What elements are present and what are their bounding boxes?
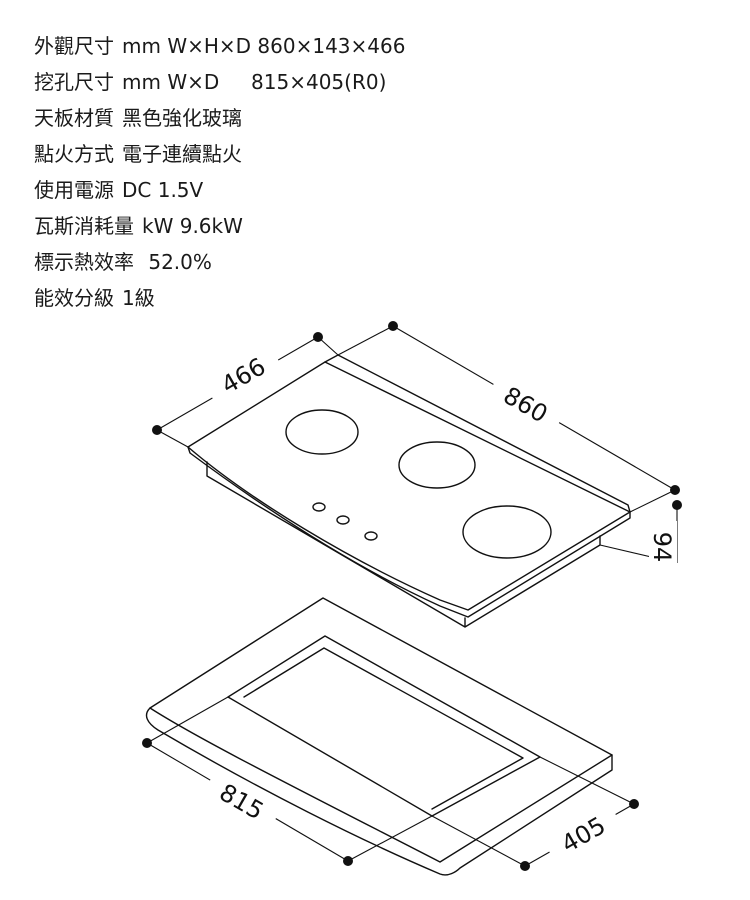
dim-dot [520,861,530,871]
spec-row-gas: 瓦斯消耗量 kW 9.6kW [34,208,405,244]
spec-row-ignition: 點火方式電子連續點火 [34,136,405,172]
dim-ext-cutout-bottom [347,815,433,862]
spec-label: 使用電源 [34,178,114,202]
spec-label: 標示熱效率 [34,250,134,274]
spec-row-grade: 能效分級 1級 [34,280,405,316]
dim-ext-cutout-left [146,696,229,744]
cutout-hole-depth [243,647,524,810]
spec-value: kW 9.6kW [142,214,243,238]
spec-row-material: 天板材質黑色強化玻璃 [34,100,405,136]
spec-value: DC 1.5V [122,178,204,202]
spec-label: 點火方式 [34,142,114,166]
spec-row-efficiency: 標示熱效率 52.0% [34,244,405,280]
burner-right [462,505,552,559]
dim-dot [672,500,682,510]
dim-ext-cutout-depth-a [431,815,526,867]
spec-value: mm W×D 815×405(R0) [122,70,387,94]
spec-row-power: 使用電源 DC 1.5V [34,172,405,208]
cutout-panel-front [145,707,613,876]
spec-row-size: 外觀尺寸 mm W×H×D 860×143×466 [34,28,405,64]
spec-value: 1級 [122,286,155,310]
hob-rear-strip [324,354,631,513]
dim-ext-cutout-depth-b [539,756,635,805]
dim-dot [629,799,639,809]
spec-value: 52.0% [142,250,212,274]
dim-label-height: 94 [648,532,676,563]
dim-dot [343,856,353,866]
spec-row-cutout: 挖孔尺寸 mm W×D 815×405(R0) [34,64,405,100]
spec-label: 外觀尺寸 [34,34,114,58]
hob-top-panel [187,361,631,611]
dim-dot [313,332,323,342]
knob-1 [312,502,326,512]
spec-value: mm W×H×D 860×143×466 [122,34,406,58]
spec-label: 能效分級 [34,286,114,310]
cutout-panel-top [149,597,613,863]
dim-dot [152,425,162,435]
hob-under-body [206,461,601,628]
dim-ext-width-rear [337,325,394,356]
dim-ext-width-right [629,489,676,513]
knob-3 [364,531,378,541]
spec-label: 天板材質 [34,106,114,130]
burner-center [398,441,476,489]
spec-list: 外觀尺寸 mm W×H×D 860×143×466 挖孔尺寸 mm W×D 815×… [34,28,405,316]
dim-ext-depth-front [156,429,189,448]
dim-dot [388,321,398,331]
dim-dot [670,485,680,495]
spec-value: 黑色強化玻璃 [122,106,242,130]
burner-left [285,409,359,455]
cutout-hole [227,635,541,817]
spec-label: 挖孔尺寸 [34,70,114,94]
dim-dot [142,738,152,748]
spec-label: 瓦斯消耗量 [34,214,134,238]
spec-value: 電子連續點火 [122,142,242,166]
knob-2 [336,515,350,525]
